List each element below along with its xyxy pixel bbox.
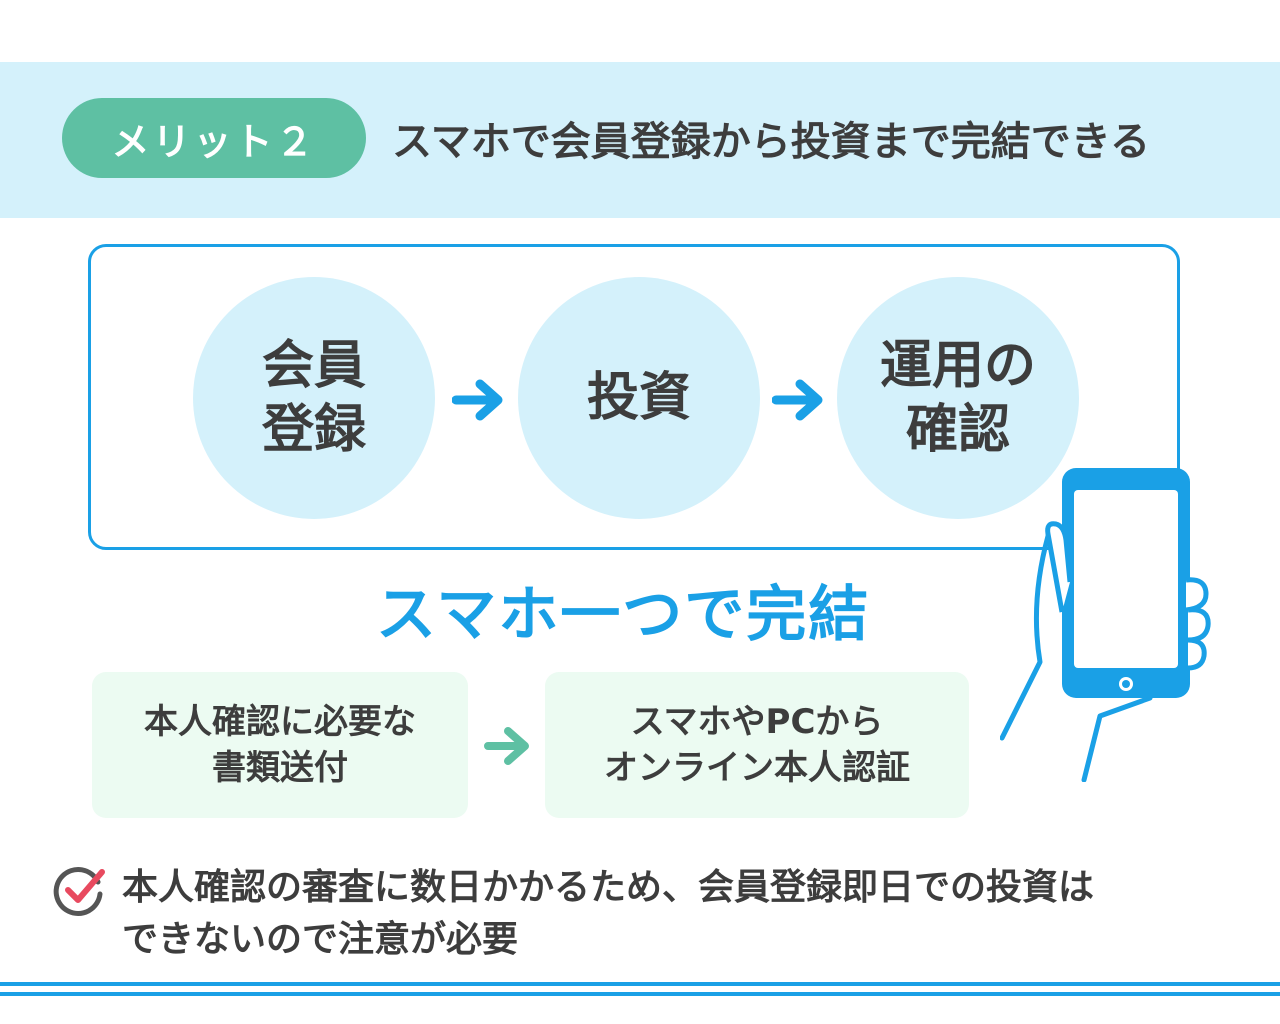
step-circle-invest: 投資 [518,277,760,519]
merit-badge: メリット２ [62,98,366,178]
bottom-divider [0,982,1280,986]
step-label: 投資 [586,368,691,428]
after-text: オンライン本人認証 [604,748,910,788]
arrow-right-icon [772,379,823,421]
arrow-right-icon [452,379,503,421]
step-label: 登録 [261,400,366,460]
step-label: 確認 [905,400,1010,460]
caution-note: 本人確認の審査に数日かかるため、会員登録即日での投資は できないので注意が必要 [122,862,1242,966]
after-text: スマホやPCから [630,702,884,742]
caution-text: 本人確認の審査に数日かかるため、会員登録即日での投資は [122,867,1095,908]
check-circle-icon [53,867,105,916]
page-title: スマホで会員登録から投資まで完結できる [392,119,1150,165]
step-label: 運用の [879,336,1036,396]
before-text: 書類送付 [212,748,348,788]
caution-text: できないので注意が必要 [122,919,519,960]
step-label: 会員 [261,336,366,396]
arrow-right-icon [484,727,529,765]
before-text: 本人確認に必要な [144,702,416,742]
before-box: 本人確認に必要な 書類送付 [92,672,468,818]
smartphone-hand-icon [1000,468,1211,782]
step-circle-register: 会員 登録 [193,277,435,519]
step-circle-monitor: 運用の 確認 [837,277,1079,519]
bottom-divider [0,992,1280,996]
flow-caption: スマホ一つで完結 [376,580,871,650]
after-box: スマホやPCから オンライン本人認証 [545,672,969,818]
